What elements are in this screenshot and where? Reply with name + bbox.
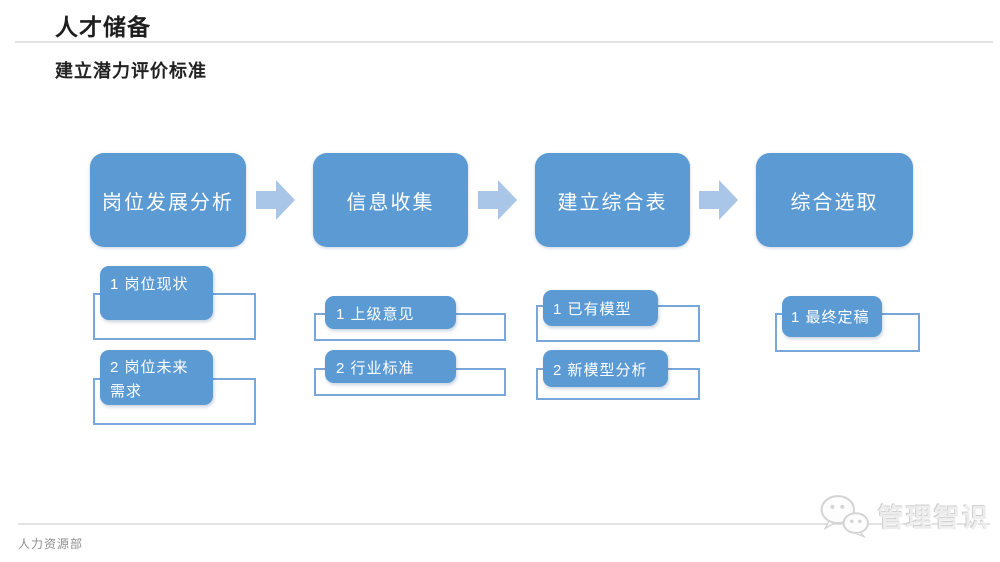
- flow-step-2-item-2-label: 2 行业标准: [336, 360, 415, 377]
- flow-step-3-item-2: 2 新模型分析: [543, 350, 668, 387]
- flow-step-2: 信息收集: [313, 153, 468, 247]
- flow-step-3: 建立综合表: [535, 153, 690, 247]
- flow-step-3-item-1-label: 1 已有模型: [553, 301, 632, 318]
- flow-arrow-icon: [699, 180, 738, 220]
- wechat-chat-bubbles-icon: [820, 495, 869, 538]
- flow-step-1-label: 岗位发展分析: [102, 191, 234, 214]
- flow-arrow-icon: [478, 180, 517, 220]
- flow-step-1-item-2: 2 岗位未来需求: [100, 350, 213, 405]
- flow-arrow-icon: [256, 180, 295, 220]
- flow-step-1: 岗位发展分析: [90, 153, 246, 247]
- flow-step-2-item-1-label: 1 上级意见: [336, 306, 415, 323]
- flow-step-2-item-1: 1 上级意见: [325, 296, 456, 329]
- page-title: 人才储备: [55, 14, 151, 40]
- flow-step-4-label: 综合选取: [790, 191, 879, 214]
- slide-subtitle: 建立潜力评价标准: [55, 61, 207, 81]
- watermark-text: 管理智识: [878, 502, 991, 533]
- flow-step-2-label: 信息收集: [346, 191, 435, 214]
- flow-step-3-item-2-label: 2 新模型分析: [553, 362, 648, 379]
- flow-step-4-item-1: 1 最终定稿: [782, 296, 882, 337]
- watermark: 管理智识: [818, 492, 990, 538]
- flow-step-1-item-1: 1 岗位现状: [100, 266, 213, 320]
- flow-step-4-item-1-label: 1 最终定稿: [791, 309, 870, 326]
- footer-divider: [18, 523, 990, 525]
- footer-department: 人力资源部: [18, 537, 84, 551]
- flow-step-1-item-2-label: 2 岗位未来需求: [110, 359, 189, 400]
- flow-step-3-item-1: 1 已有模型: [543, 290, 658, 326]
- flow-step-3-label: 建立综合表: [557, 191, 668, 214]
- flow-step-1-item-1-label: 1 岗位现状: [110, 276, 189, 293]
- flow-step-4: 综合选取: [756, 153, 913, 247]
- header-divider: [15, 41, 993, 43]
- flow-step-2-item-2: 2 行业标准: [325, 350, 456, 383]
